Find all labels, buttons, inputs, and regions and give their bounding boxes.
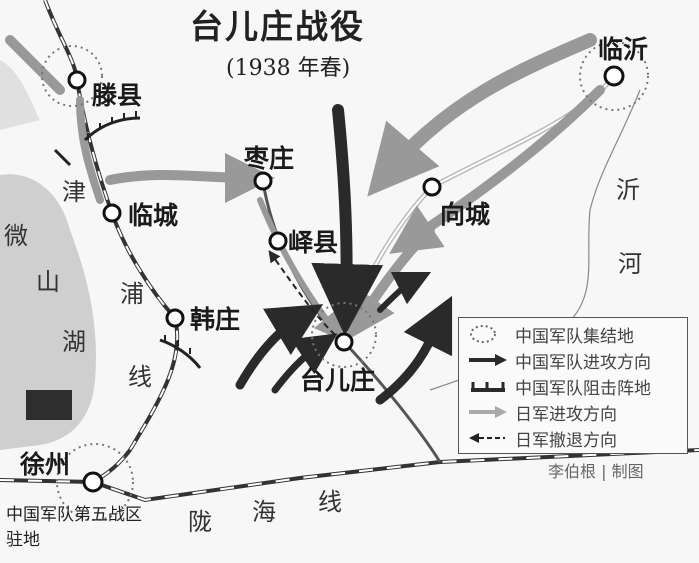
label-weishan-1: 微 xyxy=(4,222,28,250)
dark-arrow-icon xyxy=(469,354,507,366)
label-jinpu-3: 线 xyxy=(128,363,152,391)
city-linyi: 临沂 xyxy=(598,35,649,64)
legend-item: 中国军队阻击阵地 xyxy=(467,374,651,399)
city-markers xyxy=(67,65,625,493)
legend-item: 日军撤退方向 xyxy=(467,426,617,451)
legend-item: 中国军队进攻方向 xyxy=(467,348,651,373)
label-yi-1: 沂 xyxy=(616,176,640,204)
label-weishan-2: 山 xyxy=(36,268,60,296)
label-weishan-3: 湖 xyxy=(62,328,86,356)
legend-label: 日军撤退方向 xyxy=(515,430,617,451)
legend-item: 日军进攻方向 xyxy=(467,400,617,425)
city-zaozhuang: 枣庄 xyxy=(244,144,295,173)
assembly-areas xyxy=(41,41,649,521)
city-tengxian: 滕县 xyxy=(92,81,143,110)
japanese-retreat-arrow xyxy=(268,250,336,336)
city-hanzhuang: 韩庄 xyxy=(190,305,241,334)
legend: 中国军队集结地 中国军队进攻方向 中国军队阻击阵地 日军进攻方向 日军撤退方向 xyxy=(458,317,688,454)
label-jinpu-2: 浦 xyxy=(120,280,144,308)
label-yi-2: 河 xyxy=(618,250,642,278)
legend-label: 日军进攻方向 xyxy=(515,404,617,425)
city-xiangcheng: 向城 xyxy=(440,200,491,229)
city-taierzhuang: 台儿庄 xyxy=(300,366,376,395)
legend-item: 中国军队集结地 xyxy=(467,322,634,347)
map-title: 台儿庄战役 xyxy=(190,7,365,46)
map-credit: 李伯根 | 制图 xyxy=(548,462,644,481)
label-longhai-3: 线 xyxy=(318,488,342,516)
gray-arrow-icon xyxy=(469,406,507,418)
legend-label: 中国军队集结地 xyxy=(515,326,634,347)
legend-label: 中国军队进攻方向 xyxy=(515,352,651,373)
label-longhai-1: 陇 xyxy=(188,508,212,536)
legend-label: 中国军队阻击阵地 xyxy=(515,378,651,399)
city-yixian: 峄县 xyxy=(288,228,339,257)
japanese-attack-arrows xyxy=(5,33,605,342)
hq-note: 中国军队第五战区驻地 xyxy=(6,505,142,550)
dashed-arrow-icon xyxy=(469,433,505,443)
blocking-positions xyxy=(53,111,202,369)
dotted-circle-icon xyxy=(470,325,496,343)
blocking-position-icon xyxy=(471,382,505,392)
label-jinpu-1: 津 xyxy=(62,178,86,206)
map-subtitle: (1938 年春) xyxy=(226,56,351,81)
chinese-attack-arrows xyxy=(235,104,453,405)
chinese-force-block xyxy=(26,390,72,420)
weishan-lake xyxy=(0,174,96,450)
label-longhai-2: 海 xyxy=(252,498,276,526)
city-xuzhou: 徐州 xyxy=(20,450,71,479)
city-lincheng: 临城 xyxy=(128,201,179,230)
longhai-railway xyxy=(0,448,699,503)
